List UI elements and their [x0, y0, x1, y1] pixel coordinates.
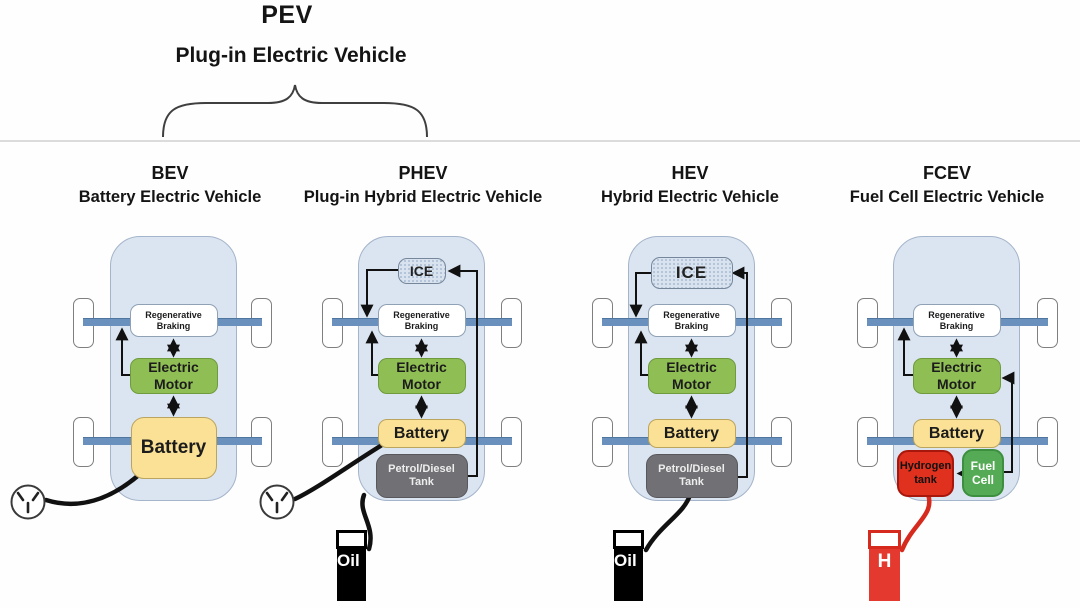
phev-oil-canister: Oil	[336, 530, 367, 601]
phev-ice-label: ICE	[409, 262, 434, 279]
fcev-electric-motor-box: Electric Motor	[912, 358, 1001, 394]
fcev-battery-box: Battery	[912, 419, 1001, 448]
bev-name: Battery Electric Vehicle	[78, 188, 262, 206]
hev-name: Hybrid Electric Vehicle	[601, 188, 779, 206]
bev-flow-arrows	[115, 327, 180, 417]
phev-oil-canister-label: Oil	[337, 549, 366, 601]
pev-acronym: PEV	[261, 1, 313, 29]
phev-ice-box: ICE	[397, 258, 446, 284]
hev-battery-label: Battery	[663, 424, 720, 442]
hev-oil-canister: Oil	[613, 530, 644, 601]
fcev-fuel-cell-label: Fuel Cell	[970, 458, 996, 487]
phev-oil-canister-cap	[336, 530, 367, 549]
hev-petrol-tank-box: Petrol/Diesel Tank	[645, 454, 738, 498]
fcev-hydrogen-canister-label: H	[869, 549, 900, 601]
fcev-hydrogen-canister: H	[868, 530, 901, 601]
bev-title: BEV Battery Electric Vehicle	[30, 163, 310, 207]
hev-acronym: HEV	[671, 163, 709, 183]
fcev-acronym: FCEV	[922, 163, 971, 183]
phev-regen-braking-box: Regenerative Braking	[377, 304, 466, 337]
bev-electric-motor-box: Electric Motor	[129, 358, 218, 394]
phev-petrol-tank-label: Petrol/Diesel Tank	[388, 462, 455, 488]
header-divider	[0, 140, 1080, 142]
hev-electric-motor-box: Electric Motor	[647, 358, 736, 394]
phev-battery-box: Battery	[377, 419, 466, 448]
fcev-electric-motor-label: Electric Motor	[931, 359, 982, 392]
pev-brace	[162, 84, 428, 138]
bev-electric-motor-label: Electric Motor	[148, 359, 199, 392]
hev-oil-canister-label: Oil	[614, 549, 643, 601]
hev-ice-label: ICE	[675, 262, 708, 282]
bev-regen-braking-label: Regenerative Braking	[145, 309, 202, 331]
bev-acronym: BEV	[151, 163, 189, 183]
fcev-fuel-cell-box: Fuel Cell	[962, 449, 1004, 497]
phev-electric-motor-box: Electric Motor	[377, 358, 466, 394]
phev-title: PHEV Plug-in Hybrid Electric Vehicle	[283, 163, 563, 207]
hev-ice-box: ICE	[650, 257, 733, 289]
phev-petrol-tank-box: Petrol/Diesel Tank	[375, 454, 468, 498]
bev-battery-label: Battery	[140, 436, 207, 458]
fcev-title: FCEV Fuel Cell Electric Vehicle	[807, 163, 1080, 207]
phev-regen-braking-label: Regenerative Braking	[393, 309, 450, 331]
phev-name: Plug-in Hybrid Electric Vehicle	[303, 188, 543, 206]
hev-flow-arrows	[629, 266, 748, 478]
phev-charging-cable	[292, 442, 385, 502]
fcev-name: Fuel Cell Electric Vehicle	[849, 188, 1045, 206]
hev-petrol-tank-label: Petrol/Diesel Tank	[658, 462, 725, 488]
hev-regen-braking-box: Regenerative Braking	[647, 304, 736, 337]
phev-electric-motor-label: Electric Motor	[396, 359, 447, 392]
phev-oil-hose	[360, 492, 373, 552]
bev-regen-braking-box: Regenerative Braking	[129, 304, 218, 337]
phev-flow-arrows	[360, 264, 478, 477]
hev-title: HEV Hybrid Electric Vehicle	[550, 163, 830, 207]
hev-battery-box: Battery	[647, 419, 736, 448]
hev-regen-braking-label: Regenerative Braking	[663, 309, 720, 331]
bev-power-plug-icon	[10, 484, 46, 520]
fcev-flow-arrows	[897, 327, 1015, 480]
hev-oil-hose	[643, 492, 693, 553]
fcev-hydrogen-tank-box: Hydrogen tank	[897, 450, 954, 497]
pev-title: Plug-in Electric Vehicle	[175, 44, 407, 67]
fcev-regen-braking-label: Regenerative Braking	[928, 309, 985, 331]
hev-oil-canister-cap	[613, 530, 644, 549]
fcev-regen-braking-box: Regenerative Braking	[912, 304, 1001, 337]
fcev-hydrogen-hose	[899, 491, 932, 553]
hev-electric-motor-label: Electric Motor	[666, 359, 717, 392]
phev-power-plug-icon	[259, 484, 295, 520]
bev-battery-box: Battery	[130, 417, 217, 479]
fcev-hydrogen-canister-cap	[868, 530, 901, 549]
phev-acronym: PHEV	[398, 163, 448, 183]
bev-charging-cable	[43, 471, 143, 507]
fcev-hydrogen-tank-label: Hydrogen tank	[899, 460, 952, 486]
fcev-battery-label: Battery	[928, 424, 985, 442]
phev-battery-label: Battery	[393, 424, 450, 442]
